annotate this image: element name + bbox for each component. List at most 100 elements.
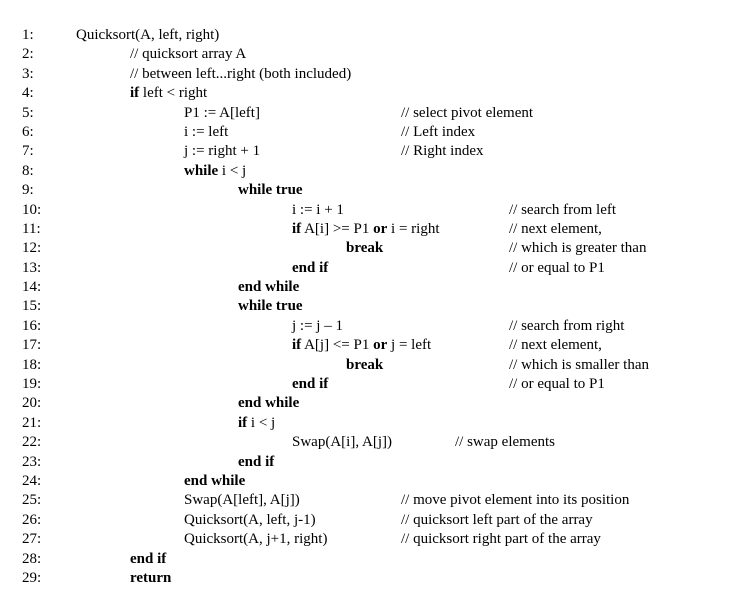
code-line: 25: Swap(A[left], A[j]) // move pivot el…	[0, 491, 743, 510]
code-comment: // which is greater than	[509, 240, 647, 257]
line-number: 8:	[22, 162, 34, 179]
code-line: 27: Quicksort(A, j+1, right) // quicksor…	[0, 530, 743, 549]
keyword: if	[130, 85, 140, 102]
keyword: while true	[238, 298, 303, 315]
code-text: P1 := A[left]	[184, 104, 260, 121]
line-number: 22:	[22, 434, 42, 451]
keyword: end if	[130, 550, 167, 567]
line-number: 17:	[22, 337, 42, 354]
code-line: 22: Swap(A[i], A[j]) // swap elements	[0, 433, 743, 452]
code-line: 8: while i < j	[0, 162, 743, 181]
line-number: 1:	[22, 27, 34, 43]
code-statement: if left < right	[130, 84, 207, 103]
line-number: 4:	[22, 85, 34, 102]
keyword: end if	[292, 259, 329, 276]
line-number: 9:	[22, 182, 34, 199]
keyword: or	[373, 337, 388, 354]
code-line: 21: if i < j	[0, 414, 743, 433]
code-line: 18: break // which is smaller than	[0, 356, 743, 375]
code-comment: // Right index	[401, 143, 484, 160]
keyword: if	[238, 414, 248, 431]
keyword: end while	[238, 395, 300, 412]
code-comment: // swap elements	[455, 434, 555, 451]
code-line: 12: break // which is greater than	[0, 239, 743, 258]
line-number: 5:	[22, 104, 34, 121]
line-number: 23:	[22, 453, 42, 470]
code-line: 15: while true	[0, 297, 743, 316]
code-line: 7: j := right + 1 // Right index	[0, 142, 743, 161]
code-text: j = left	[387, 337, 432, 354]
code-comment: // Left index	[401, 123, 476, 140]
code-comment: // or equal to P1	[509, 259, 605, 276]
line-number: 25:	[22, 492, 42, 509]
line-number: 6:	[22, 123, 34, 140]
line-number: 27:	[22, 531, 42, 548]
line-number: 15:	[22, 298, 42, 315]
code-line: 10: i := i + 1 // search from left	[0, 201, 743, 220]
code-statement: while i < j	[184, 162, 246, 181]
code-line: 28: end if	[0, 550, 743, 569]
code-statement: if A[i] >= P1 or i = right	[292, 220, 440, 239]
pseudocode-listing: 1: Quicksort(A, left, right) 2: // quick…	[0, 26, 743, 588]
line-number: 20:	[22, 395, 42, 412]
code-line: 6: i := left // Left index	[0, 123, 743, 142]
code-line: 1: Quicksort(A, left, right)	[0, 26, 743, 45]
line-number: 2:	[22, 46, 34, 63]
code-line: 4: if left < right	[0, 84, 743, 103]
code-line: 16: j := j – 1 // search from right	[0, 317, 743, 336]
code-text: Quicksort(A, left, right)	[76, 27, 220, 43]
keyword: break	[346, 356, 384, 373]
keyword: if	[292, 220, 302, 237]
line-number: 12:	[22, 240, 42, 257]
code-comment: // next element,	[509, 337, 602, 354]
code-text: Swap(A[left], A[j])	[184, 492, 300, 509]
line-number: 24:	[22, 472, 42, 489]
keyword: or	[373, 220, 388, 237]
keyword: while	[184, 162, 219, 179]
line-number: 10:	[22, 201, 42, 218]
line-number: 13:	[22, 259, 42, 276]
code-text: Quicksort(A, left, j-1)	[184, 511, 316, 528]
line-number: 16:	[22, 317, 42, 334]
code-line: 13: end if // or equal to P1	[0, 259, 743, 278]
keyword: return	[130, 569, 172, 586]
code-text: j := j – 1	[292, 317, 343, 334]
code-comment: // or equal to P1	[509, 376, 605, 393]
code-text: i < j	[247, 414, 276, 431]
code-line: 5: P1 := A[left] // select pivot element	[0, 104, 743, 123]
code-comment: // between left...right (both included)	[130, 65, 352, 82]
line-number: 11:	[22, 220, 41, 237]
code-line: 20: end while	[0, 394, 743, 413]
code-line: 9: while true	[0, 181, 743, 200]
code-text: i = right	[387, 220, 440, 237]
code-text: left < right	[139, 85, 208, 102]
line-number: 3:	[22, 65, 34, 82]
line-number: 18:	[22, 356, 42, 373]
keyword: if	[292, 337, 302, 354]
line-number: 19:	[22, 376, 42, 393]
code-line: 26: Quicksort(A, left, j-1) // quicksort…	[0, 511, 743, 530]
line-number: 26:	[22, 511, 42, 528]
code-line: 2: // quicksort array A	[0, 45, 743, 64]
code-line: 14: end while	[0, 278, 743, 297]
keyword: end while	[238, 279, 300, 296]
code-line: 3: // between left...right (both include…	[0, 65, 743, 84]
keyword: while true	[238, 182, 303, 199]
code-text: Swap(A[i], A[j])	[292, 434, 392, 451]
code-line: 23: end if	[0, 453, 743, 472]
line-number: 28:	[22, 550, 42, 567]
line-number: 29:	[22, 569, 42, 586]
code-line: 24: end while	[0, 472, 743, 491]
code-comment: // move pivot element into its position	[401, 492, 630, 509]
code-comment: // quicksort left part of the array	[401, 511, 593, 528]
code-text: i := i + 1	[292, 201, 344, 218]
code-statement: if i < j	[238, 414, 275, 433]
code-text: j := right + 1	[184, 143, 261, 160]
code-comment: // quicksort right part of the array	[401, 531, 601, 548]
code-text: i < j	[218, 162, 247, 179]
code-comment: // quicksort array A	[130, 46, 247, 63]
code-text: i := left	[184, 123, 229, 140]
keyword: end while	[184, 472, 246, 489]
keyword: break	[346, 240, 384, 257]
code-comment: // select pivot element	[401, 104, 534, 121]
